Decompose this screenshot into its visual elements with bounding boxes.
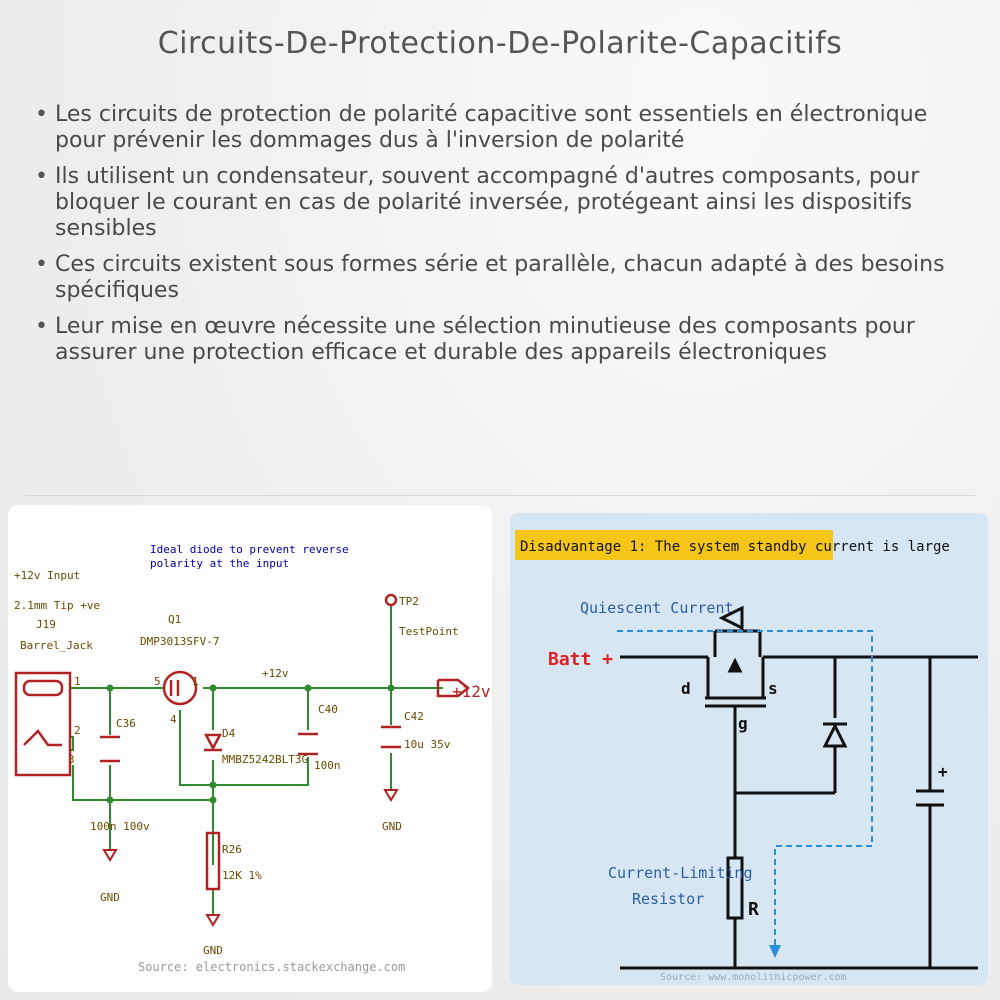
zener-d4 bbox=[203, 733, 223, 751]
d4-label: D4 bbox=[222, 727, 236, 740]
bullet-item: Ils utilisent un condensateur, souvent a… bbox=[33, 164, 973, 242]
drain-label: d bbox=[681, 679, 691, 698]
quiescent-current-path bbox=[617, 630, 873, 953]
bullet-list: Les circuits de protection de polarité c… bbox=[33, 102, 973, 376]
pin-2-label: 2 bbox=[74, 724, 81, 737]
wires bbox=[70, 605, 443, 915]
note-line-1: Ideal diode to prevent reverse bbox=[150, 543, 349, 556]
c40-label: C40 bbox=[318, 703, 338, 716]
resistor bbox=[726, 856, 744, 920]
r26-label: R26 bbox=[222, 843, 242, 856]
note-line-2: polarity at the input bbox=[150, 557, 289, 570]
testpoint-label: TestPoint bbox=[399, 625, 459, 638]
page-title: Circuits-De-Protection-De-Polarite-Capac… bbox=[157, 26, 843, 61]
testpoint-tp2 bbox=[384, 593, 398, 607]
header-banner bbox=[515, 530, 833, 560]
q1-part-label: DMP3013SFV-7 bbox=[140, 635, 219, 648]
resistor-label: Resistor bbox=[632, 890, 704, 908]
junctions bbox=[106, 684, 395, 804]
c42-label: C42 bbox=[404, 710, 424, 723]
components bbox=[14, 593, 471, 891]
c36-value: 100n 100v bbox=[90, 820, 150, 833]
bullet-item: Leur mise en œuvre nécessite une sélecti… bbox=[33, 314, 973, 366]
right-schematic-panel: Disadvantage 1: The system standby curre… bbox=[510, 513, 988, 985]
zener-diode bbox=[822, 722, 848, 748]
diodes bbox=[718, 605, 848, 748]
pin-1-q1-label: 1 bbox=[192, 675, 199, 688]
body-diode bbox=[718, 605, 744, 631]
net-12v-label: +12v bbox=[262, 667, 289, 680]
pin-5-label: 5 bbox=[154, 675, 161, 688]
left-schematic-panel: Ideal diode to prevent reverse polarity … bbox=[8, 505, 492, 992]
current-limiting-label: Current-Limiting bbox=[608, 864, 753, 882]
j19-label: J19 bbox=[36, 618, 56, 631]
right-source-label: Source: www.monolithicpower.com bbox=[660, 972, 847, 983]
input-tip-label: 2.1mm Tip +ve bbox=[14, 599, 100, 612]
c42-value: 10u 35v bbox=[404, 738, 451, 751]
c36-label: C36 bbox=[116, 717, 136, 730]
quiescent-current-label: Quiescent Current bbox=[580, 599, 734, 617]
d4-part-label: MMBZ5242BLT3G bbox=[222, 753, 308, 766]
gnd-label-r26: GND bbox=[203, 944, 223, 957]
capacitor-plus-label: + bbox=[938, 762, 948, 781]
gate-label: g bbox=[738, 714, 748, 733]
right-schematic: Disadvantage 1: The system standby curre… bbox=[515, 530, 978, 983]
resistor-r-label: R bbox=[748, 899, 759, 920]
bullet-item: Les circuits de protection de polarité c… bbox=[33, 102, 973, 154]
input-label: +12v Input bbox=[14, 569, 80, 582]
resistor-r26 bbox=[205, 831, 221, 891]
source-pin-label: s bbox=[768, 679, 778, 698]
current-arrow-icon bbox=[769, 945, 781, 958]
gnd-symbols bbox=[102, 789, 399, 927]
gnd-label-c36: GND bbox=[100, 891, 120, 904]
bullet-item: Ces circuits existent sous formes série … bbox=[33, 252, 973, 304]
left-source-label: Source: electronics.stackexchange.com bbox=[138, 960, 405, 974]
c40-value: 100n bbox=[314, 759, 341, 772]
batt-plus-label: Batt + bbox=[548, 649, 613, 670]
q1-label: Q1 bbox=[168, 613, 181, 626]
left-schematic: Ideal diode to prevent reverse polarity … bbox=[14, 543, 491, 974]
barrel-jack-label: Barrel_Jack bbox=[20, 639, 93, 652]
pin-1-label: 1 bbox=[74, 675, 81, 688]
pin-4-label: 4 bbox=[170, 713, 177, 726]
mosfet-q1 bbox=[162, 670, 198, 706]
gnd-label-c42: GND bbox=[382, 820, 402, 833]
r26-value: 12K 1% bbox=[222, 869, 262, 882]
circuit-lines bbox=[620, 629, 978, 970]
barrel-jack bbox=[14, 671, 72, 777]
divider bbox=[25, 495, 975, 496]
output-flag bbox=[436, 678, 471, 698]
output-12v-label: +12v bbox=[452, 682, 491, 701]
pin-3-label: 3 bbox=[68, 753, 75, 766]
header-text: Disadvantage 1: The system standby curre… bbox=[520, 539, 950, 555]
tp2-label: TP2 bbox=[399, 595, 419, 608]
